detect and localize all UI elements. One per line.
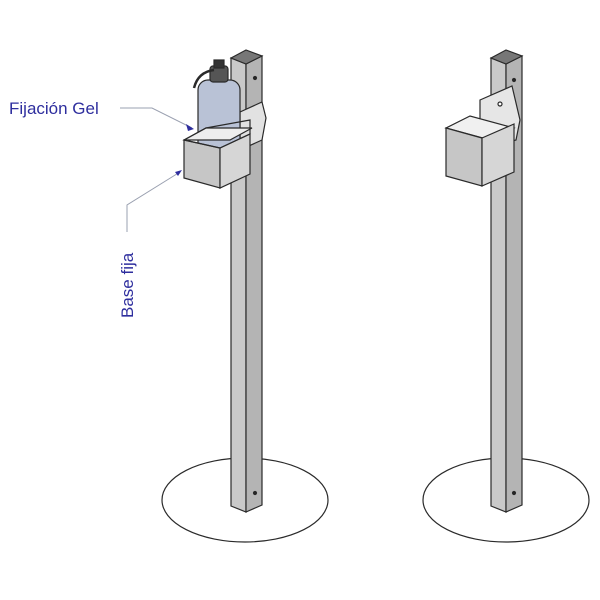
base-arrowhead xyxy=(175,170,182,176)
right-post-cap xyxy=(489,49,524,65)
gel-mount-arrowhead xyxy=(186,124,194,131)
gel-mount-leader xyxy=(120,107,193,129)
fixed-base-label: Base fija xyxy=(118,252,137,318)
left-stand xyxy=(161,49,329,543)
base-leader xyxy=(126,171,181,232)
leader-lines xyxy=(120,107,193,232)
gel-mount-label: Fijación Gel xyxy=(9,99,99,118)
left-post-cap xyxy=(229,49,264,65)
right-holder-front xyxy=(445,127,483,187)
right-holder-side xyxy=(481,123,515,187)
right-stand xyxy=(422,49,590,543)
